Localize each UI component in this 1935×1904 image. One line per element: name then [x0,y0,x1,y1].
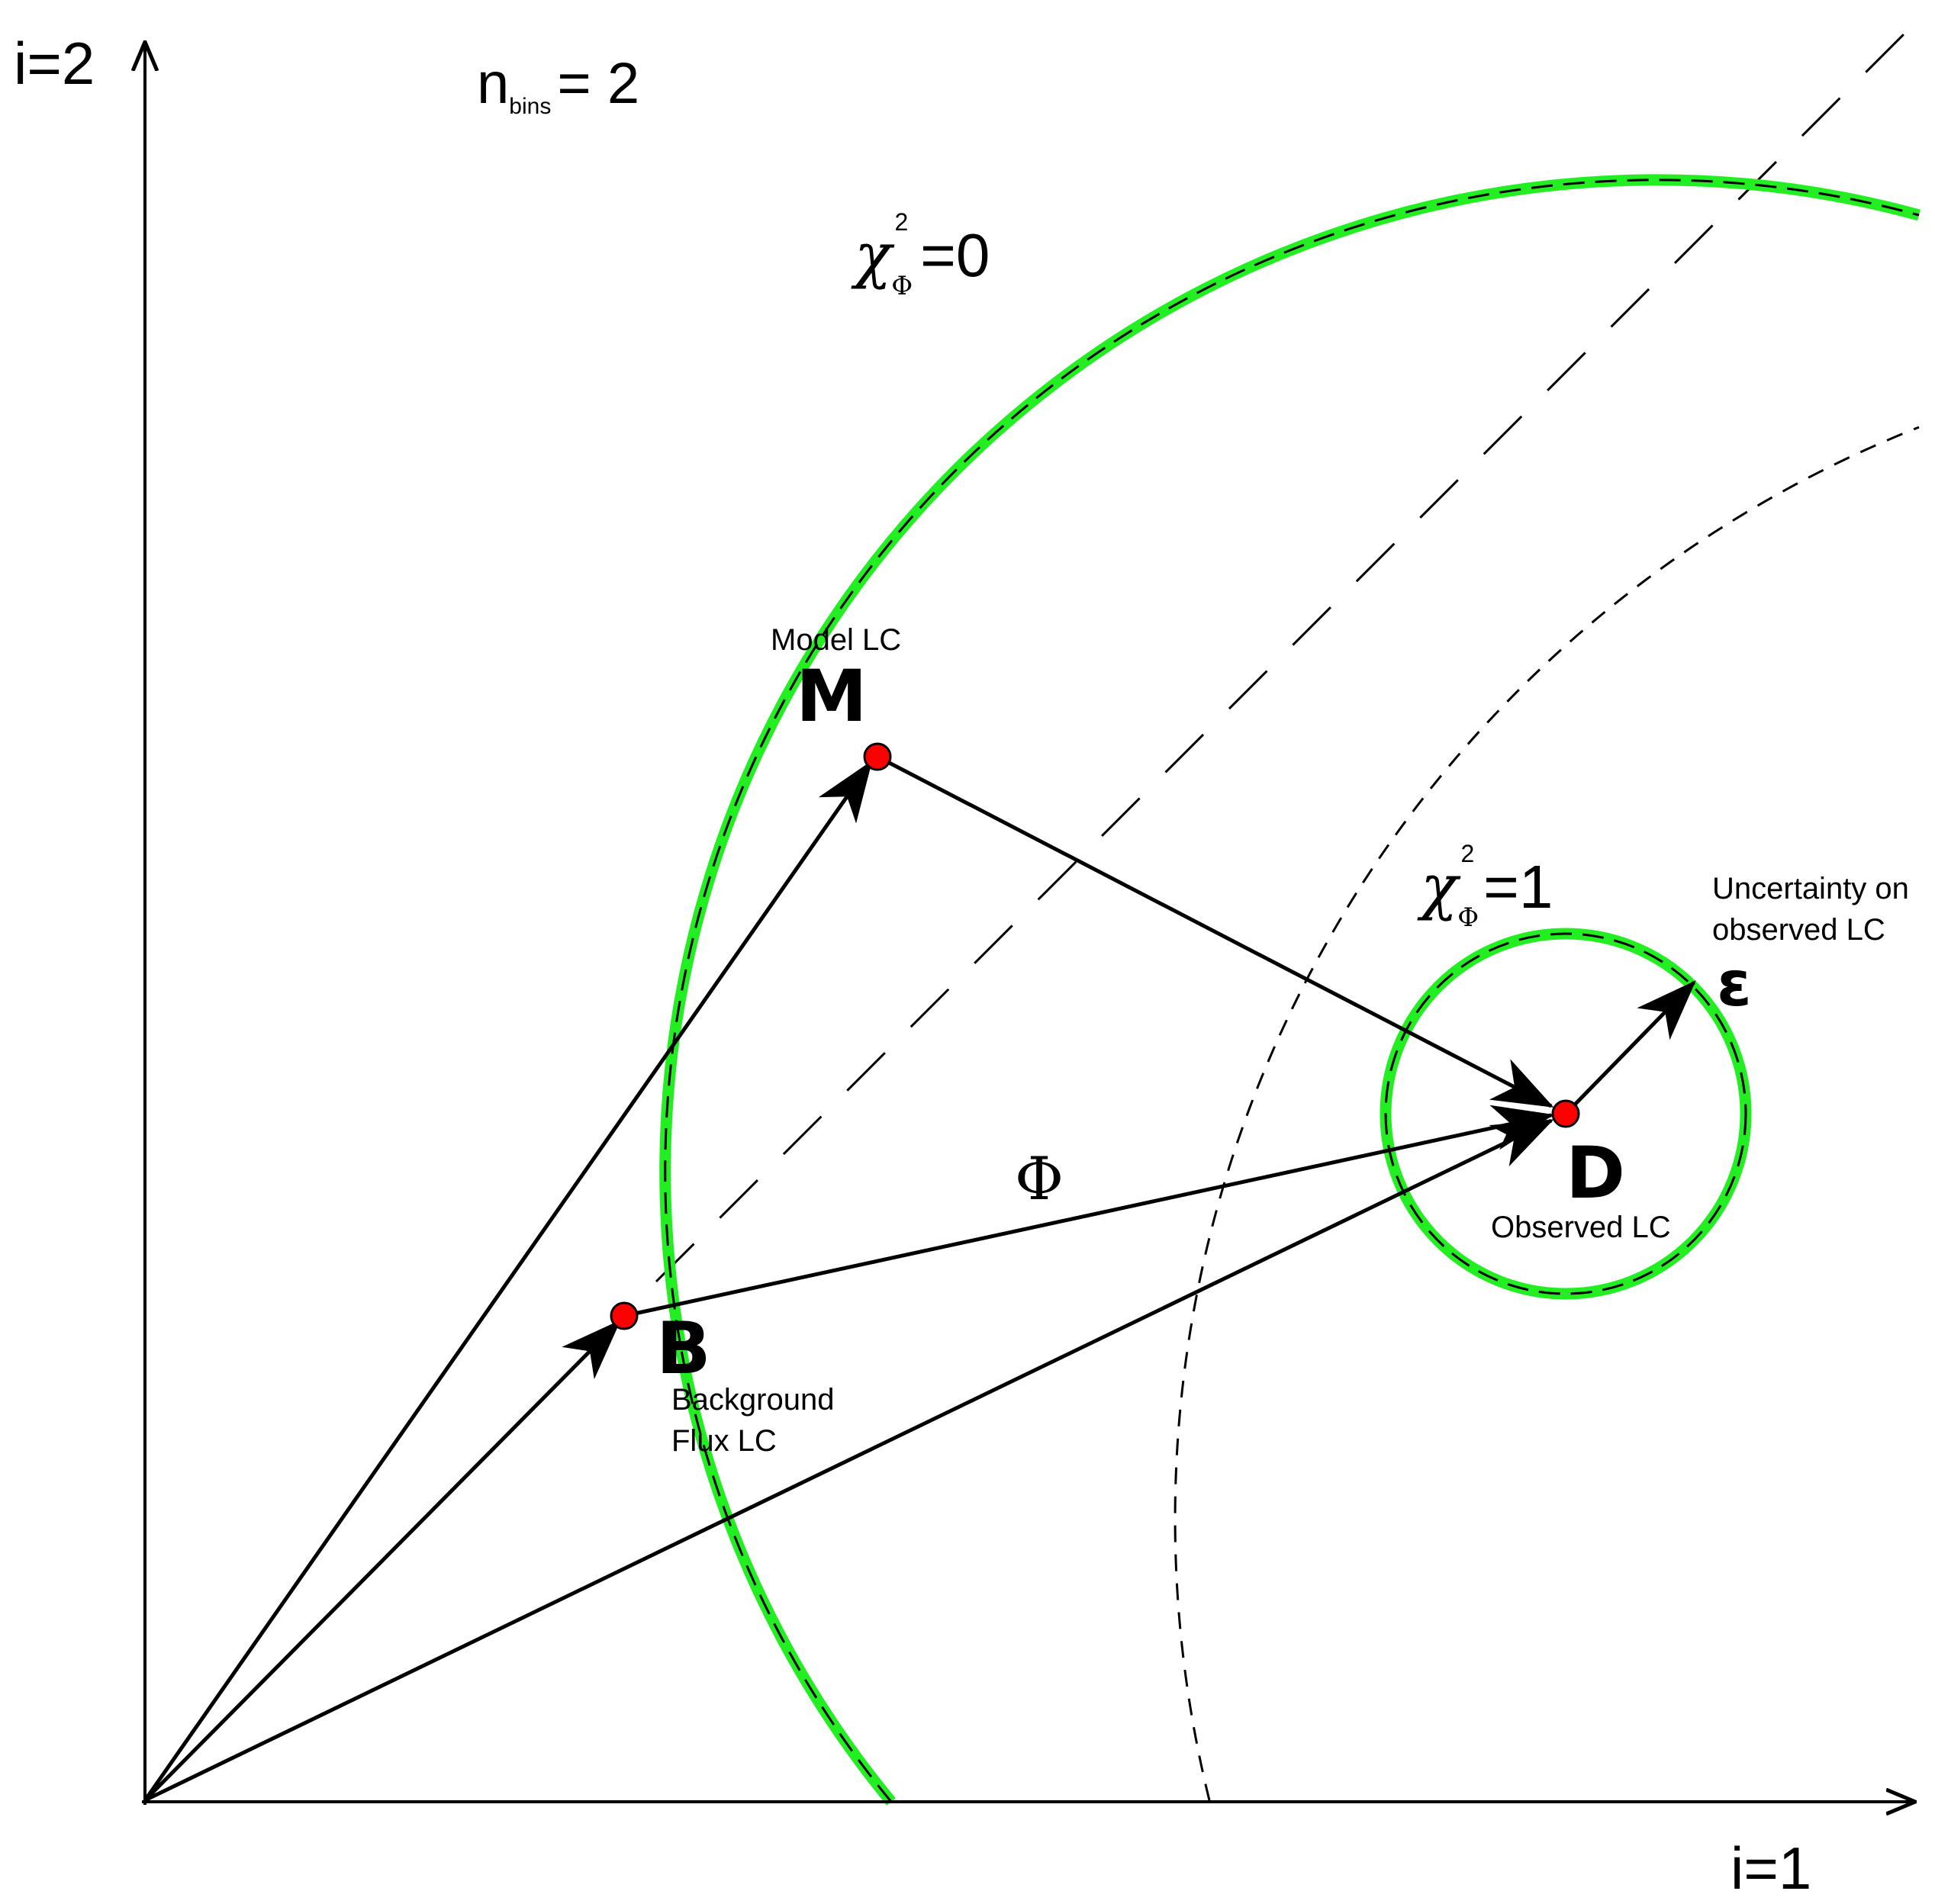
uncertainty-caption-line1: Uncertainty on [1712,872,1909,905]
vector-origin-to-B [143,1320,621,1802]
nbins-value: = 2 [557,51,639,116]
chi2-zero-value: =0 [920,221,990,289]
epsilon-label: ε [1717,948,1752,1021]
vector-origin-to-D [143,1118,1554,1803]
point-M-letter: M [796,655,868,738]
x-axis-label: i=1 [1731,1835,1811,1902]
reference-dashed-arc [1174,426,1920,1801]
nbins-label: nbins= 2 [477,51,639,119]
point-M [863,742,892,771]
chi2-zero-sup: 2 [894,208,908,236]
phi-label: Φ [1015,1145,1064,1214]
chi2-one-value: =1 [1483,853,1553,921]
chi2-zero-sub: Φ [891,271,913,301]
background-caption-line1: Background [671,1383,834,1417]
vector-epsilon [1570,980,1696,1109]
chi2-one-chi: χ [1417,851,1461,922]
model-lc-caption: Model LC [771,623,901,657]
chi2-zero-contour-dashes [664,178,1920,1803]
nbins-sub: bins [509,94,551,119]
point-B [610,1301,639,1330]
uncertainty-caption-line2: observed LC [1712,913,1885,947]
vector-origin-to-M [143,760,873,1802]
point-D-letter: D [1566,1132,1625,1215]
chi2-one-sup: 2 [1460,840,1474,867]
observed-lc-caption: Observed LC [1491,1211,1671,1244]
chi2-one-contour-dashes [1384,932,1747,1295]
nbins-n: n [477,51,509,116]
point-B-letter: B [656,1307,711,1391]
background-caption-line2: Flux LC [671,1424,777,1458]
chi2-one-sub: Φ [1457,902,1479,933]
point-D [1551,1099,1580,1128]
chi2-zero-chi: χ [851,220,895,291]
vector-M-to-D [876,754,1554,1108]
y-axis-label: i=2 [14,30,95,97]
vector-phi-B-to-D [623,1105,1554,1318]
diagonal-dashed-line [655,21,1917,1283]
